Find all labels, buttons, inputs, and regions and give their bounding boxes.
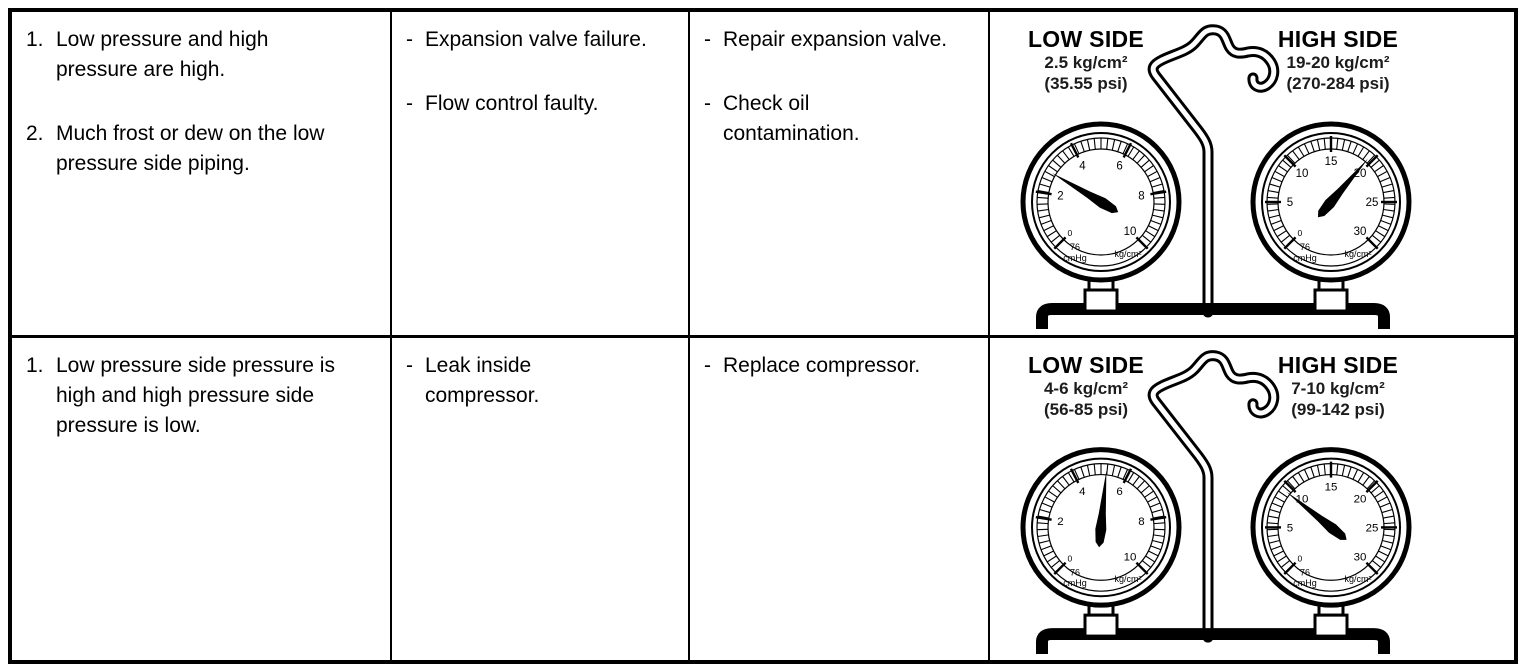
- svg-text:76: 76: [1300, 242, 1310, 252]
- svg-text:0: 0: [1298, 228, 1303, 238]
- svg-text:2: 2: [1057, 191, 1063, 203]
- low-side-pressure: 2.5 kg/cm²: [1044, 53, 1128, 72]
- list-item-text: Low pressure and high pressure are high.: [56, 28, 269, 81]
- svg-text:cmHg: cmHg: [1063, 578, 1086, 588]
- list-item-text: Low pressure side pressure is high and h…: [56, 354, 335, 437]
- troubleshooting-table: 1. Low pressure and high pressure are hig…: [8, 8, 1518, 664]
- list-item-text: Leak inside compressor.: [425, 354, 540, 407]
- svg-text:30: 30: [1354, 226, 1367, 238]
- list-item-marker: 1.: [26, 28, 44, 51]
- causes-cell: -Expansion valve failure.-Flow control f…: [392, 12, 688, 335]
- svg-text:15: 15: [1325, 156, 1338, 168]
- svg-text:2: 2: [1057, 516, 1063, 528]
- list-item-marker: 1.: [26, 354, 44, 377]
- list-item-marker: 2.: [26, 122, 44, 145]
- list-item-marker: -: [704, 92, 711, 115]
- list-item: -Flow control faulty.: [406, 89, 680, 119]
- svg-text:4: 4: [1079, 486, 1086, 498]
- list-item-marker: -: [406, 354, 413, 377]
- svg-text:4: 4: [1079, 161, 1086, 173]
- svg-text:cmHg: cmHg: [1293, 578, 1316, 588]
- svg-text:20: 20: [1354, 494, 1367, 506]
- svg-text:kg/cm²: kg/cm²: [1345, 574, 1372, 584]
- low-side-label: LOW SIDE: [1027, 352, 1145, 378]
- list-item-text: Check oil contamination.: [723, 92, 860, 145]
- low-side-header: LOW SIDE 2.5 kg/cm² (35.55 psi): [1000, 26, 1172, 94]
- svg-text:5: 5: [1287, 522, 1293, 534]
- svg-text:kg/cm²: kg/cm²: [1115, 249, 1142, 259]
- svg-text:25: 25: [1366, 197, 1379, 209]
- list-item: -Repair expansion valve.: [704, 25, 980, 55]
- svg-text:kg/cm²: kg/cm²: [1115, 574, 1142, 584]
- list-item-marker: -: [704, 28, 711, 51]
- list-item: -Check oil contamination.: [704, 89, 980, 149]
- list-item-marker: -: [704, 354, 711, 377]
- list-item: 1. Low pressure and high pressure are hig…: [26, 25, 382, 85]
- remedies-cell: -Repair expansion valve.-Check oil conta…: [690, 12, 988, 335]
- symptoms-cell: 1. Low pressure and high pressure are hig…: [12, 12, 390, 335]
- svg-text:10: 10: [1124, 551, 1137, 563]
- svg-text:6: 6: [1116, 486, 1122, 498]
- high-side-pressure: 19-20 kg/cm²: [1286, 53, 1390, 72]
- svg-text:0: 0: [1068, 553, 1073, 563]
- svg-text:0: 0: [1068, 228, 1073, 238]
- svg-text:76: 76: [1070, 567, 1080, 577]
- svg-text:8: 8: [1138, 191, 1144, 203]
- list-item-marker: -: [406, 28, 413, 51]
- list-item-text: Flow control faulty.: [425, 92, 599, 115]
- low-side-pressure: 4-6 kg/cm²: [1043, 379, 1129, 398]
- high-side-header: HIGH SIDE 7-10 kg/cm² (99-142 psi): [1252, 352, 1424, 420]
- gauge-cell: LOW SIDE 4-6 kg/cm² (56-85 psi) HIGH SID…: [990, 338, 1514, 660]
- high-side-psi: (99-142 psi): [1291, 400, 1385, 419]
- svg-text:5: 5: [1287, 197, 1293, 209]
- high-side-pressure: 7-10 kg/cm²: [1291, 379, 1385, 398]
- list-item: 1. Low pressure side pressure is high and…: [26, 351, 382, 441]
- high-side-label: HIGH SIDE: [1277, 352, 1399, 378]
- list-item-text: Repair expansion valve.: [723, 28, 948, 51]
- svg-text:15: 15: [1325, 482, 1338, 494]
- symptoms-cell: 1. Low pressure side pressure is high and…: [12, 338, 390, 660]
- list-item: 2. Much frost or dew on the low pressure …: [26, 119, 382, 179]
- low-side-label: LOW SIDE: [1027, 26, 1145, 52]
- list-item-text: Replace compressor.: [723, 354, 921, 377]
- list-item-text: Much frost or dew on the low pressure si…: [56, 122, 325, 175]
- svg-text:10: 10: [1296, 168, 1309, 180]
- list-item: -Replace compressor.: [704, 351, 980, 381]
- list-item-marker: -: [406, 92, 413, 115]
- list-item: -Expansion valve failure.: [406, 25, 680, 55]
- high-side-header: HIGH SIDE 19-20 kg/cm² (270-284 psi): [1252, 26, 1424, 94]
- svg-text:0: 0: [1298, 553, 1303, 563]
- low-side-header: LOW SIDE 4-6 kg/cm² (56-85 psi): [1000, 352, 1172, 420]
- svg-text:25: 25: [1366, 522, 1379, 534]
- low-side-psi: (56-85 psi): [1043, 400, 1129, 419]
- svg-text:76: 76: [1300, 567, 1310, 577]
- low-side-psi: (35.55 psi): [1044, 74, 1128, 93]
- svg-text:8: 8: [1138, 516, 1144, 528]
- svg-text:cmHg: cmHg: [1293, 253, 1317, 263]
- svg-text:30: 30: [1354, 551, 1367, 563]
- high-side-label: HIGH SIDE: [1277, 26, 1399, 52]
- svg-text:cmHg: cmHg: [1063, 253, 1087, 263]
- gauge-cell: LOW SIDE 2.5 kg/cm² (35.55 psi) HIGH SID…: [990, 12, 1514, 335]
- svg-text:10: 10: [1296, 494, 1309, 506]
- remedies-cell: -Replace compressor.: [690, 338, 988, 660]
- high-side-psi: (270-284 psi): [1286, 74, 1390, 93]
- svg-text:kg/cm²: kg/cm²: [1345, 249, 1372, 259]
- svg-text:10: 10: [1124, 226, 1137, 238]
- list-item-text: Expansion valve failure.: [425, 28, 647, 51]
- causes-cell: -Leak inside compressor.: [392, 338, 688, 660]
- svg-text:6: 6: [1116, 161, 1122, 173]
- svg-text:76: 76: [1070, 242, 1080, 252]
- list-item: -Leak inside compressor.: [406, 351, 680, 411]
